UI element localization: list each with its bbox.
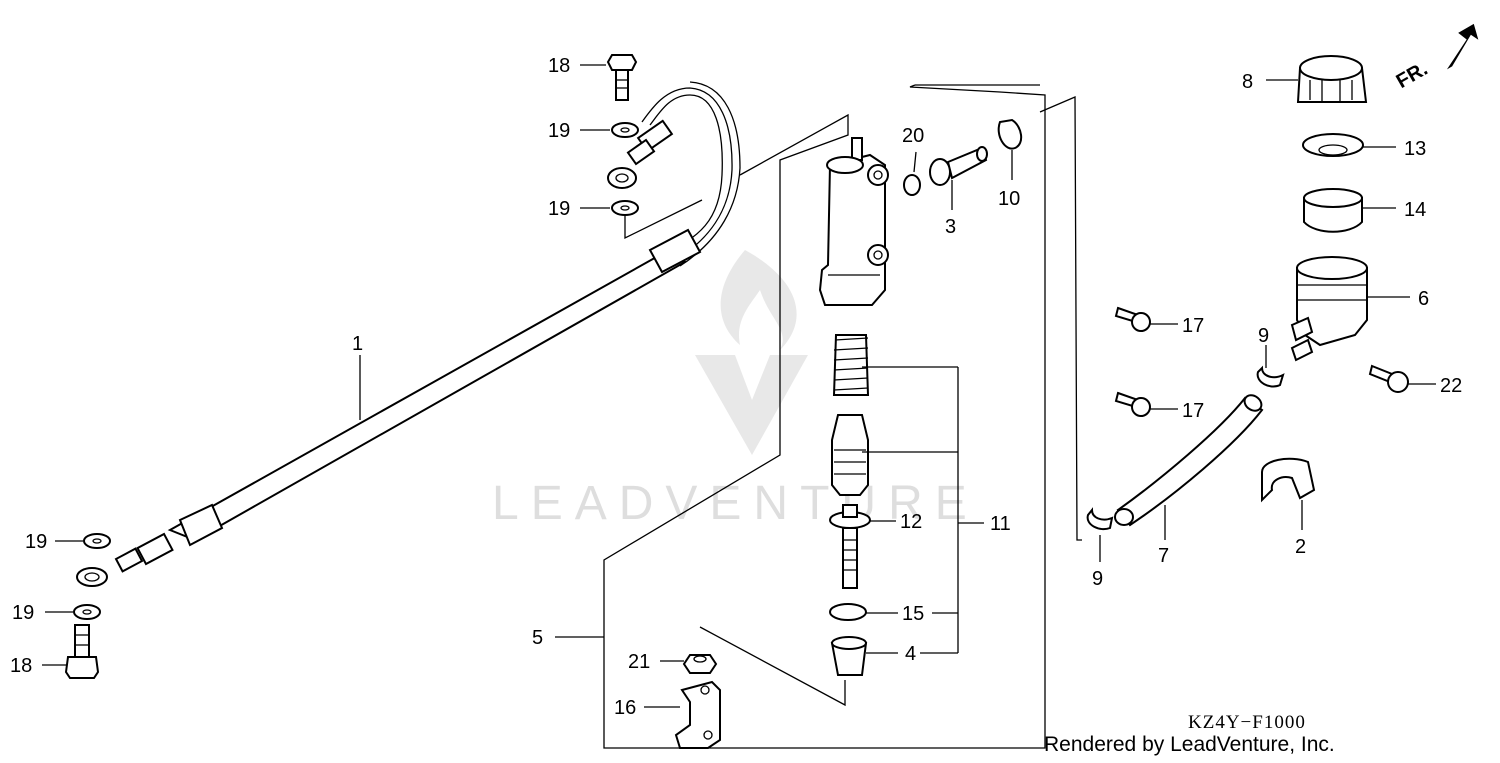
callout-1: 1 [352,333,363,355]
callout-14: 14 [1404,199,1426,221]
hose-clip-lower [1086,507,1114,531]
front-label: FR. [1393,58,1432,93]
render-credit: Rendered by LeadVenture, Inc. [1044,733,1335,756]
callout-6: 6 [1418,288,1429,310]
callout-8: 8 [1242,71,1253,93]
circlip [997,118,1023,150]
reservoir-cap [1296,55,1368,103]
callout-17b: 17 [1182,400,1204,422]
callout-10: 10 [998,188,1020,210]
sealing-washers-top [607,122,639,216]
leader-20 [913,151,917,173]
callout-3: 3 [945,216,956,238]
reservoir-plate [1302,133,1364,157]
callout-15: 15 [902,603,924,625]
push-rod [829,504,871,589]
assembly-5-outline [603,84,1046,749]
callout-21: 21 [628,651,650,673]
nut [682,654,718,674]
callout-12: 12 [900,511,922,533]
return-spring [832,334,870,396]
o-ring [903,174,921,196]
reservoir-bolt-upper [1114,306,1151,332]
callout-7: 7 [1158,545,1169,567]
callout-19d: 19 [12,602,34,624]
reservoir-diaphragm [1303,188,1363,233]
watermark-logo [695,250,808,455]
callout-2: 2 [1295,536,1306,558]
callout-13: 13 [1404,138,1426,160]
piston [831,414,869,496]
callout-4: 4 [905,643,916,665]
reservoir-hose [1114,394,1264,527]
callout-17a: 17 [1182,315,1204,337]
hose-clip-upper [1256,365,1285,388]
callout-9b: 9 [1092,568,1103,590]
callout-19a: 19 [548,120,570,142]
brake-hose [76,81,741,587]
callout-18b: 18 [10,655,32,677]
callout-11: 11 [990,513,1011,535]
hose-joint [929,146,988,186]
callout-9a: 9 [1258,325,1269,347]
reservoir-hose-outline [1039,96,1082,541]
diagram-code: KZ4Y−F1000 [1188,712,1306,733]
leader-hose-top [624,199,703,240]
banjo-bolt-bottom [64,624,100,679]
callout-19b: 19 [548,198,570,220]
sealing-washers-bottom [73,533,111,620]
master-cylinder-body [818,137,889,306]
leader-21-link [699,626,846,707]
hose-clamp [1261,457,1316,503]
callout-18a: 18 [548,55,570,77]
callout-16: 16 [614,697,636,719]
reservoir-tank [1290,256,1368,362]
push-rod-joint [674,680,721,749]
snap-ring [829,603,867,621]
callout-22: 22 [1440,375,1462,397]
banjo-bolt-top [606,54,638,101]
reservoir-mount-bolt [1368,364,1409,393]
callout-19c: 19 [25,531,47,553]
reservoir-bolt-lower [1114,391,1151,417]
callout-5: 5 [532,627,543,649]
front-direction-arrow-icon: FR. [1393,23,1479,93]
callout-20: 20 [902,125,924,147]
